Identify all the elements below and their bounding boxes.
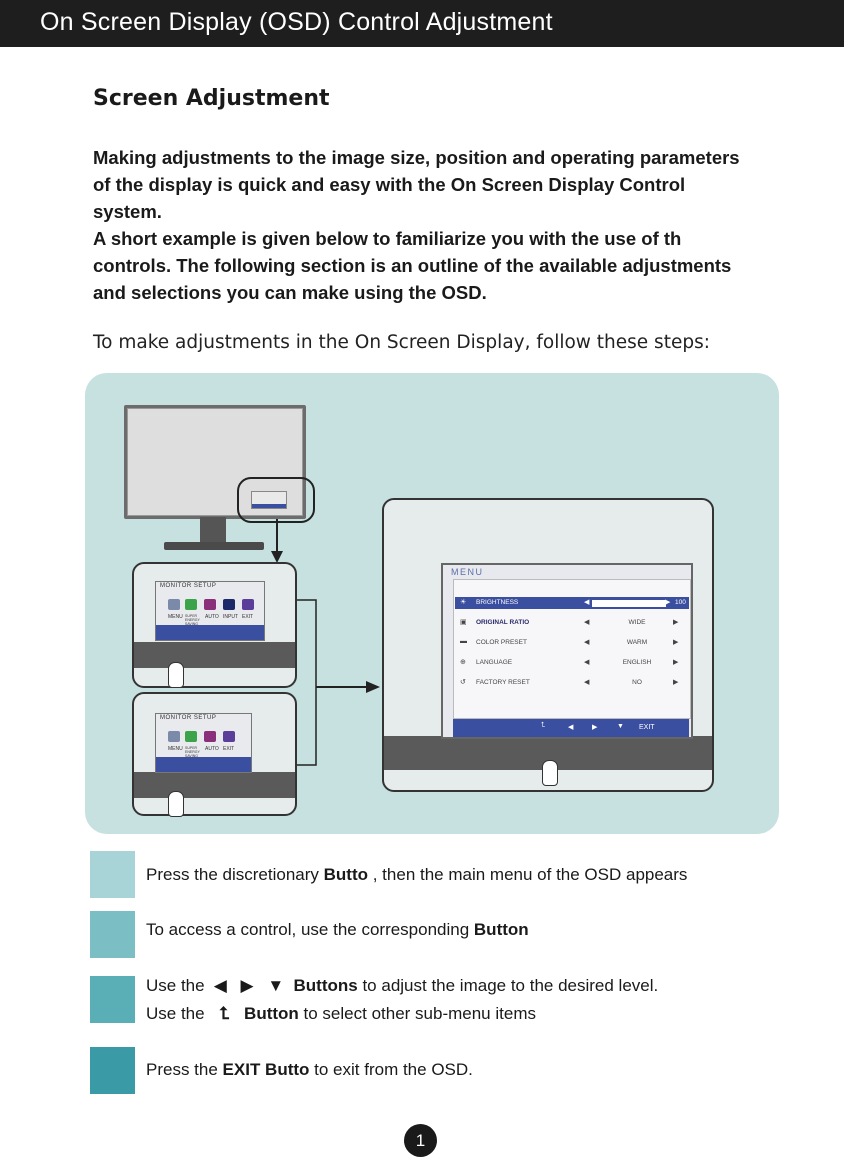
- monitor-stand-base: [164, 542, 264, 550]
- palette-icon: ▬: [460, 638, 467, 645]
- left-arrow-icon: ◀: [584, 679, 590, 686]
- pointing-hand-icon: [168, 791, 184, 817]
- pointing-hand-icon: [542, 760, 558, 786]
- right-arrow-icon: ▶: [665, 599, 671, 606]
- osd-row-label: LANGUAGE: [476, 659, 513, 666]
- step-2-swatch: [90, 911, 135, 958]
- osd-small-footer: [156, 625, 264, 640]
- step-1-swatch: [90, 851, 135, 898]
- header-bar: On Screen Display (OSD) Control Adjustme…: [0, 0, 844, 47]
- osd-row-color-preset: ▬ COLOR PRESET ◀ WARM ▶: [455, 637, 689, 649]
- intro-paragraph-1: Making adjustments to the image size, po…: [93, 147, 740, 222]
- monitor-stand-neck: [200, 517, 226, 543]
- instruction-text: To make adjustments in the On Screen Dis…: [93, 332, 710, 353]
- sun-icon: ☀: [460, 599, 467, 606]
- down-arrow-icon: ▼: [617, 723, 624, 730]
- osd-label-auto: AUTO: [205, 746, 219, 752]
- left-arrow-icon: ◀: [568, 724, 574, 731]
- globe-icon: ⊕: [460, 659, 466, 666]
- osd-row-language: ⊕ LANGUAGE ◀ ENGLISH ▶: [455, 657, 689, 669]
- section-title: Screen Adjustment: [93, 86, 330, 111]
- step-1-text: Press the discretionary Butto , then the…: [146, 865, 688, 884]
- osd-label-energy: SUPER ENERGY SAVING: [185, 746, 200, 758]
- osd-small-footer: [156, 757, 251, 772]
- osd-row-label: FACTORY RESET: [476, 679, 530, 686]
- osd-small-title: MONITOR SETUP: [160, 715, 217, 721]
- return-icon: ⮤: [541, 722, 546, 729]
- osd-monitor-setup-2: MONITOR SETUP MENU SUPER ENERGY SAVING A…: [155, 713, 252, 773]
- return-icon: ⮤: [219, 1004, 230, 1023]
- auto-icon: [204, 731, 216, 742]
- input-icon: [223, 599, 235, 610]
- exit-icon: [242, 599, 254, 610]
- step-2-text: To access a control, use the correspondi…: [146, 920, 529, 939]
- step-3-text-line-2: Use the ⮤ Button to select other sub-men…: [146, 1004, 536, 1023]
- pointing-hand-icon: [168, 662, 184, 688]
- osd-row-label: ORIGINAL RATIO: [476, 619, 530, 626]
- left-arrow-icon: ◀: [584, 619, 590, 626]
- right-arrow-icon: ▶: [240, 976, 254, 995]
- intro-paragraph-2: A short example is given below to famili…: [93, 228, 732, 303]
- brightness-slider-fill: [593, 601, 665, 606]
- energy-saving-icon: [185, 731, 197, 742]
- left-arrow-icon: ◀: [213, 976, 227, 995]
- osd-menu-title: MENU: [451, 567, 484, 577]
- left-arrow-icon: ◀: [584, 659, 590, 666]
- auto-icon: [204, 599, 216, 610]
- osd-row-label: BRIGHTNESS: [476, 599, 519, 606]
- osd-row-brightness: ☀ BRIGHTNESS ◀ ▶ 100: [455, 597, 689, 609]
- osd-label-input: INPUT: [223, 614, 238, 620]
- right-arrow-icon: ▶: [673, 679, 679, 686]
- left-arrow-icon: ◀: [584, 599, 590, 606]
- osd-row-value: ENGLISH: [622, 659, 652, 666]
- osd-row-value: NO: [632, 679, 642, 686]
- osd-row-label: COLOR PRESET: [476, 639, 527, 646]
- reset-icon: ↺: [460, 679, 466, 686]
- osd-main-menu: MENU ☀ BRIGHTNESS ◀ ▶ 100 ▣ ORIGINAL RAT…: [441, 563, 693, 739]
- osd-monitor-setup-1: MONITOR SETUP MENU SUPER ENERGY SAVING A…: [155, 581, 265, 641]
- page-number: 1: [404, 1124, 437, 1157]
- osd-small-title: MONITOR SETUP: [160, 583, 217, 589]
- osd-label-exit: EXIT: [242, 614, 254, 620]
- step-4-text: Press the EXIT Butto to exit from the OS…: [146, 1060, 473, 1079]
- step-3-swatch: [90, 976, 135, 1023]
- osd-label-auto: AUTO: [205, 614, 219, 620]
- exit-icon: [223, 731, 235, 742]
- menu-icon: [168, 731, 180, 742]
- down-arrow-icon: ▼: [267, 976, 285, 995]
- step-4-swatch: [90, 1047, 135, 1094]
- page-title: On Screen Display (OSD) Control Adjustme…: [40, 8, 553, 36]
- intro-text: Making adjustments to the image size, po…: [93, 144, 753, 306]
- left-arrow-icon: ◀: [584, 639, 590, 646]
- right-arrow-icon: ▶: [673, 619, 679, 626]
- osd-label-menu: MENU: [168, 746, 183, 752]
- brightness-value: 100: [675, 599, 686, 606]
- brightness-slider: [592, 600, 666, 607]
- right-arrow-icon: ▶: [673, 639, 679, 646]
- energy-saving-icon: [185, 599, 197, 610]
- osd-row-value: WARM: [626, 639, 648, 646]
- right-arrow-icon: ▶: [673, 659, 679, 666]
- osd-row-factory-reset: ↺ FACTORY RESET ◀ NO ▶: [455, 677, 689, 689]
- osd-label-menu: MENU: [168, 614, 183, 620]
- exit-label: EXIT: [639, 724, 655, 731]
- menu-icon: [168, 599, 180, 610]
- ratio-icon: ▣: [460, 619, 467, 626]
- osd-label-exit: EXIT: [223, 746, 235, 752]
- step-3-text-line-1: Use the ◀ ▶ ▼ Buttons to adjust the imag…: [146, 976, 659, 995]
- mini-osd-image: [251, 491, 287, 509]
- osd-menu-footer: ⮤ ◀ ▶ ▼ EXIT: [453, 719, 689, 737]
- right-arrow-icon: ▶: [592, 724, 598, 731]
- osd-label-energy: SUPER ENERGY SAVING: [185, 614, 200, 626]
- osd-row-original-ratio: ▣ ORIGINAL RATIO ◀ WIDE ▶: [455, 617, 689, 629]
- osd-row-value: WIDE: [628, 619, 646, 626]
